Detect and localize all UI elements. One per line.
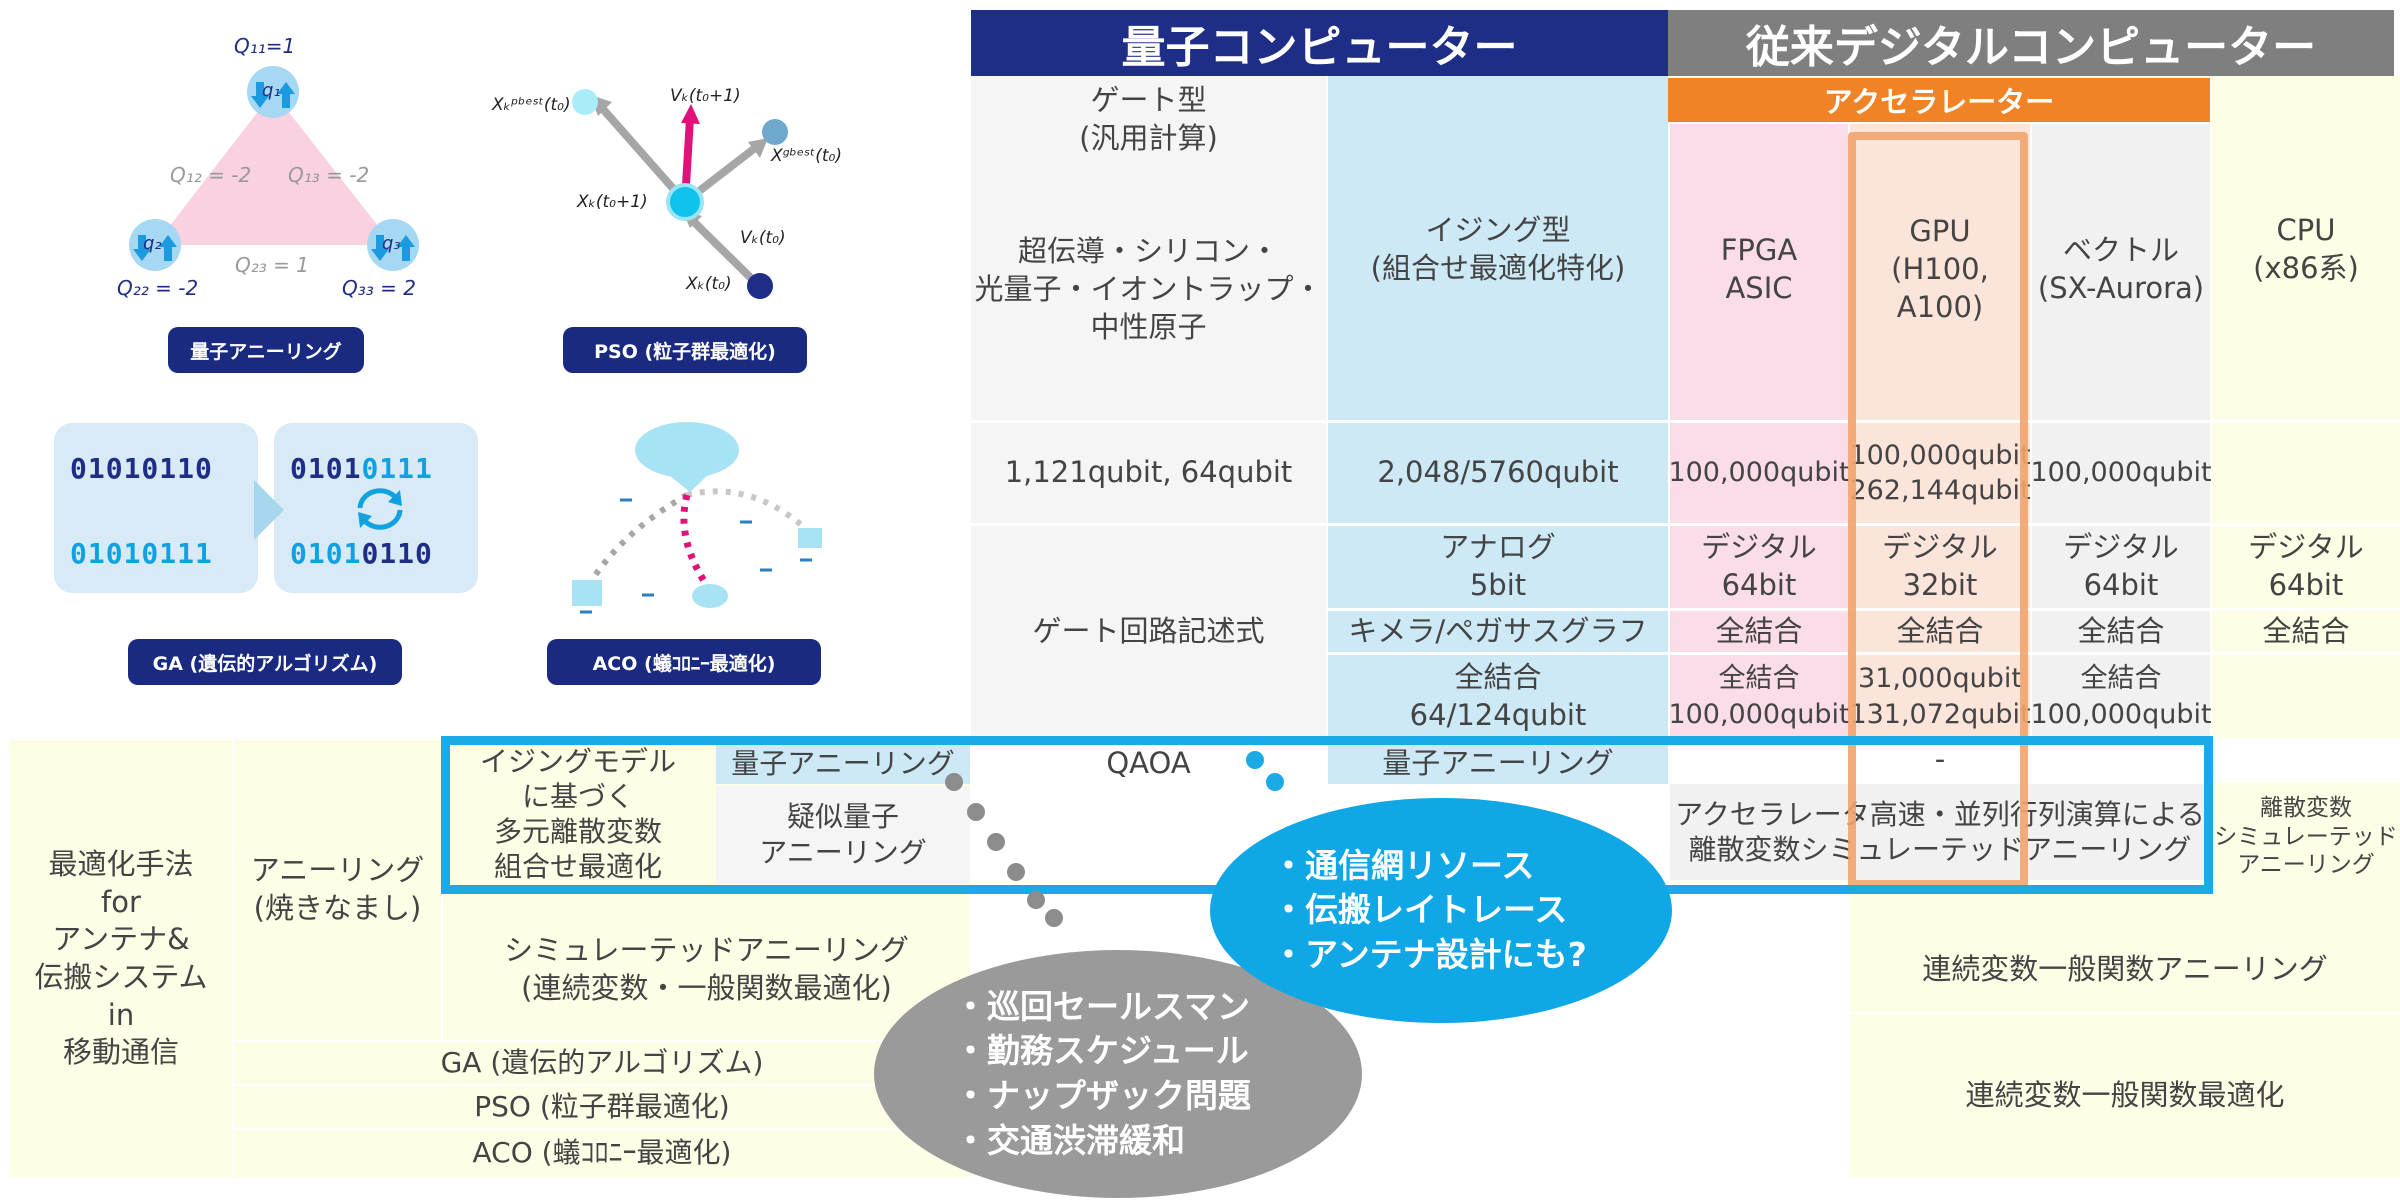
ga-binary-2: 01010111 (70, 537, 213, 570)
cont-optimization-cell: 連続変数一般関数最適化 (1965, 1078, 2285, 1113)
q33-label: Q₃₃ = 2 (342, 276, 416, 300)
ising-qubits: 2,048/5760qubit (1377, 455, 1619, 490)
ga-box-right (274, 423, 478, 593)
ga-box-left (54, 423, 258, 593)
methods-hline-4 (1850, 1012, 2400, 1014)
pso-diagram (572, 89, 788, 299)
pso-method-cell: PSO (粒子群最適化) (474, 1089, 730, 1123)
methods-bg-right (1850, 892, 2400, 1178)
v-now-label: Vₖ(t₀) (740, 228, 786, 248)
methods-vline-1 (232, 740, 234, 1178)
fpga-precision: デジタル 64bit (1701, 530, 1817, 602)
pseudo-quantum-annealing-cell: 疑似量子 アニーリング (716, 786, 970, 884)
vector-qubits: 100,000qubit (2030, 457, 2212, 489)
gate-column-bg (971, 76, 1326, 738)
blue-bubble: ・通信網リソース ・伝搬レイトレース ・アンテナ設計にも? (1210, 798, 1672, 1023)
row-divider-4 (1328, 652, 2400, 655)
ga-label: GA (遺伝的アルゴリズム) (128, 639, 402, 685)
ising-type-label: イジング型 (組合せ最適化特化) (1370, 213, 1626, 285)
fpga-label: FPGA ASIC (1720, 233, 1798, 305)
ga-method-cell: GA (遺伝的アルゴリズム) (440, 1045, 764, 1079)
vector-label: ベクトル (SX-Aurora) (2037, 233, 2205, 305)
pbest-label: Xₖᵖᵇᵉˢᵗ(t₀) (492, 95, 571, 115)
classical-computer-header: 従来デジタルコンピューター (1668, 10, 2394, 76)
fpga-column-bg (1670, 124, 1848, 738)
quantum-annealing-cell: 量子アニーリング (716, 744, 970, 784)
cpu-column-bg (2212, 76, 2400, 738)
vector-full-conn: 全結合 100,000qubit (2030, 663, 2212, 730)
gate-tech-label: 超伝導・シリコン・ 光量子・イオントラップ・ 中性原子 (974, 234, 1323, 344)
gate-circuit-label: ゲート回路記述式 (1032, 614, 1265, 649)
quantum-annealing-label: 量子アニーリング (168, 327, 364, 373)
gpu-full-conn: 31,000qubit 131,072qubit (1849, 663, 2031, 730)
gpu-highlight-frame (1848, 132, 2028, 888)
ga-binary-3: 01010111 (290, 452, 433, 485)
qaoa-cell: QAOA (1106, 746, 1191, 781)
gate-qubits: 1,121qubit, 64qubit (1004, 455, 1293, 490)
ising-connectivity: キメラ/ペガサスグラフ (1348, 613, 1648, 648)
ga-arrow-icon (254, 480, 284, 540)
cpu-precision: デジタル 64bit (2248, 530, 2364, 602)
aco-method-cell: ACO (蟻ｺﾛﾆｰ最適化) (472, 1135, 732, 1169)
gpu-column-bg (1850, 124, 2030, 738)
row-divider-2 (971, 523, 2400, 526)
v-next-label: Vₖ(t₀+1) (670, 86, 741, 106)
pso-label: PSO (粒子群最適化) (563, 327, 807, 373)
annealing-label: アニーリング (焼きなまし) (250, 853, 425, 925)
aco-label: ACO (蟻ｺﾛﾆｰ最適化) (547, 639, 821, 685)
optimization-method-title: 最適化手法 for アンテナ& 伝搬システム in 移動通信 (34, 846, 208, 1070)
fpga-full-conn: 全結合 100,000qubit (1668, 663, 1850, 730)
ising-qa-cell: 量子アニーリング (1328, 744, 1668, 784)
cpu-connectivity: 全結合 (2262, 613, 2350, 648)
q22-label: Q₂₂ = -2 (117, 276, 199, 300)
methods-hline-1 (232, 1040, 970, 1042)
accelerator-sa-cell: アクセラレータ高速・並列行列演算による 離散変数シミュレーテッドアニーリング (1670, 784, 2210, 880)
vector-connectivity: 全結合 (2077, 613, 2165, 648)
dash-cell: - (1934, 742, 1946, 777)
dotted-connectors (945, 751, 1284, 927)
crossover-icon (357, 488, 403, 530)
ga-binary-1: 01010110 (70, 452, 213, 485)
quantum-computer-header: 量子コンピューター (971, 10, 1668, 76)
fpga-qubits: 100,000qubit (1668, 457, 1850, 489)
cpu-sa-bg (2212, 782, 2400, 892)
ising-column-bg (1328, 76, 1668, 738)
accelerator-header: アクセラレーター (1668, 78, 2210, 122)
ising-full-conn: 全結合 64/124qubit (1409, 659, 1587, 732)
q13-label: Q₁₃ = -2 (288, 163, 370, 187)
vector-precision: デジタル 64bit (2063, 530, 2179, 602)
cont-annealing-cell: 連続変数一般関数アニーリング (1922, 952, 2328, 987)
ising-model-label: イジングモデル に基づく 多元離散変数 組合せ最適化 (479, 745, 676, 883)
row-divider-1 (971, 420, 2400, 423)
methods-hline-3 (232, 1128, 970, 1130)
gate-type-label: ゲート型 (汎用計算) (1079, 83, 1218, 155)
cpu-sa-cell: 離散変数 シミュレーテッド アニーリング (2214, 794, 2398, 879)
q12-label: Q₁₂ = -2 (170, 163, 252, 187)
methods-hline-2 (232, 1084, 970, 1086)
ising-precision: アナログ 5bit (1440, 530, 1556, 602)
vector-column-bg (2032, 124, 2210, 738)
q1-label: q₁ (262, 80, 281, 101)
q23-label: Q₂₃ = 1 (235, 253, 309, 277)
q2-label: q₂ (143, 233, 162, 254)
q11-label: Q₁₁=1 (234, 34, 296, 58)
row-divider-3 (1328, 608, 2400, 611)
gpu-precision: デジタル 32bit (1882, 530, 1998, 602)
x-next-label: Xₖ(t₀+1) (577, 192, 648, 212)
fpga-connectivity: 全結合 (1715, 613, 1803, 648)
cpu-label: CPU (x86系) (2253, 213, 2359, 285)
ga-binary-4: 01010110 (290, 537, 433, 570)
aco-diagram (572, 422, 822, 614)
gbest-label: Xᵍᵇᵉˢᵗ(t₀) (771, 146, 843, 166)
simulated-annealing-cell: シミュレーテッドアニーリング (連続変数・一般関数最適化) (504, 933, 909, 1005)
gpu-qubits: 100,000qubit 262,144qubit (1849, 439, 2031, 506)
gpu-label: GPU (H100, A100) (1891, 214, 1989, 324)
x-now-label: Xₖ(t₀) (686, 274, 732, 294)
quantum-annealing-diagram (129, 66, 419, 271)
gpu-connectivity: 全結合 (1896, 613, 1984, 648)
q3-label: q₃ (382, 233, 401, 254)
